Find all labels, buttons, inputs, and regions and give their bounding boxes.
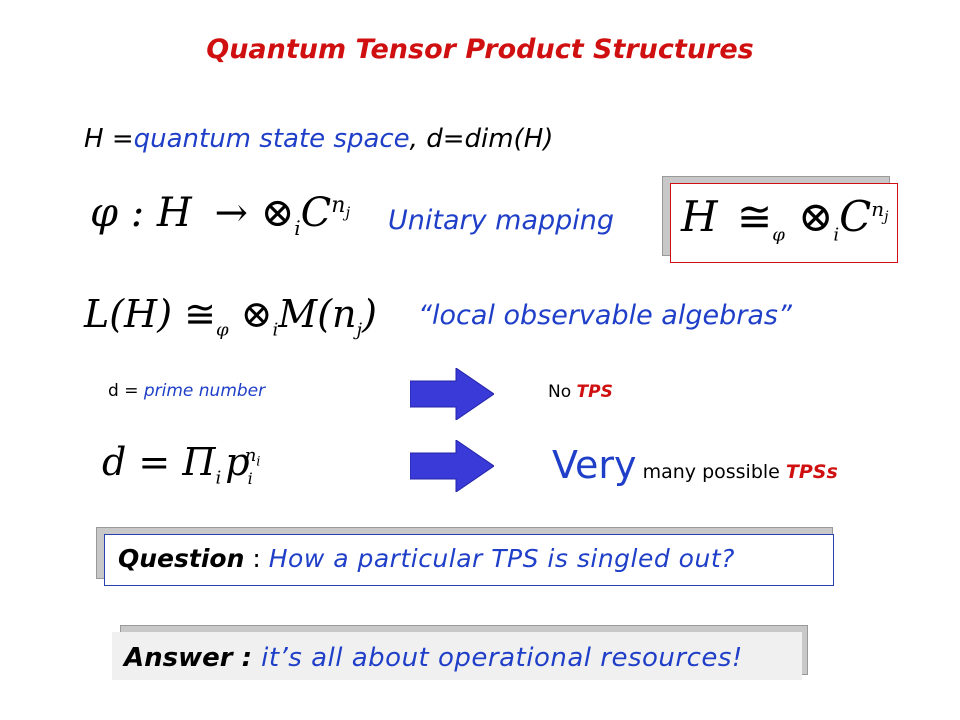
dimension-text: , d=dim(H)	[409, 124, 554, 154]
question-text: Question : How a particular TPS is singl…	[118, 544, 735, 573]
answer-text: Answer : it’s all about operational reso…	[124, 643, 743, 673]
quantum-state-space-text: quantum state space	[133, 124, 410, 154]
algebra-formula: L(H) ≅φ ⊗iM(nj)	[84, 292, 377, 341]
h-label: H =	[84, 124, 134, 154]
right-arrow-symbol: →	[214, 190, 249, 236]
iso-box: H ≅φ ⊗iCnj	[670, 183, 898, 263]
mapping-formula: φ : H → ⊗iCnj	[90, 190, 351, 240]
right-arrow-icon	[410, 368, 494, 420]
iso-formula: H ≅φ ⊗iCnj	[681, 192, 889, 246]
answer-box	[112, 632, 802, 680]
state-space-definition: H =quantum state space, d=dim(H)	[84, 124, 553, 154]
many-tps-result: Very many possible TPSs	[552, 443, 838, 487]
no-tps-result: No TPS	[548, 382, 613, 402]
right-arrow-icon	[410, 440, 494, 492]
local-observable-algebras-label: “local observable algebras”	[418, 300, 792, 331]
slide-title: Quantum Tensor Product Structures	[206, 34, 754, 65]
unitary-mapping-label: Unitary mapping	[388, 205, 615, 236]
question-box	[104, 534, 834, 586]
prime-condition: d = prime number	[108, 381, 266, 401]
